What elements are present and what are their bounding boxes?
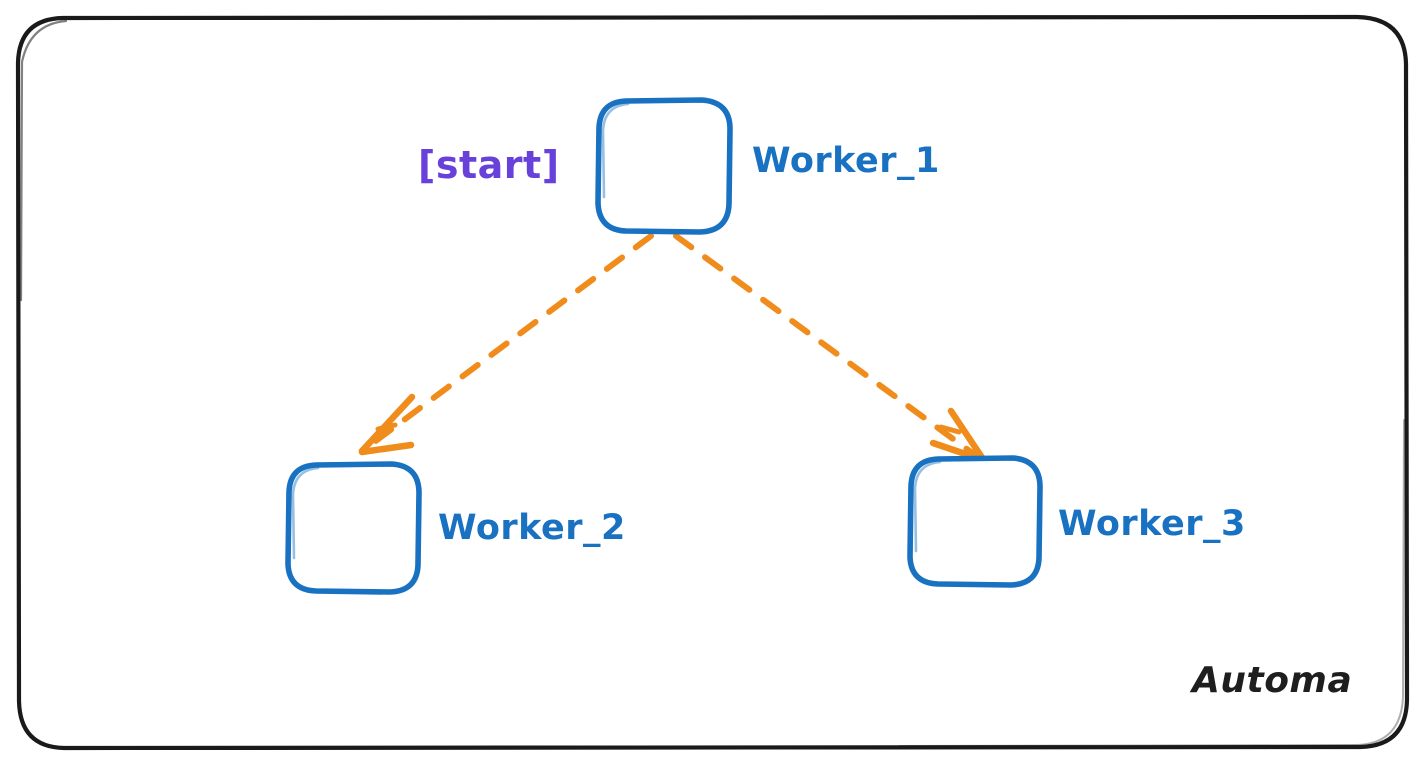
- node-label-worker-3: Worker_3: [1058, 504, 1246, 544]
- rounded-frame: [15, 14, 1410, 751]
- edge-worker1-worker3[interactable]: [673, 233, 987, 464]
- node-label-worker-2: Worker_2: [438, 508, 626, 548]
- node-worker-2[interactable]: [285, 461, 422, 595]
- node-worker-3[interactable]: [907, 455, 1043, 588]
- start-marker-label: [start]: [418, 143, 560, 187]
- edge-worker1-worker2[interactable]: [358, 233, 654, 456]
- node-label-worker-1: Worker_1: [752, 141, 940, 181]
- automa-watermark: Automa: [1189, 660, 1352, 701]
- node-worker-1[interactable]: [595, 97, 733, 235]
